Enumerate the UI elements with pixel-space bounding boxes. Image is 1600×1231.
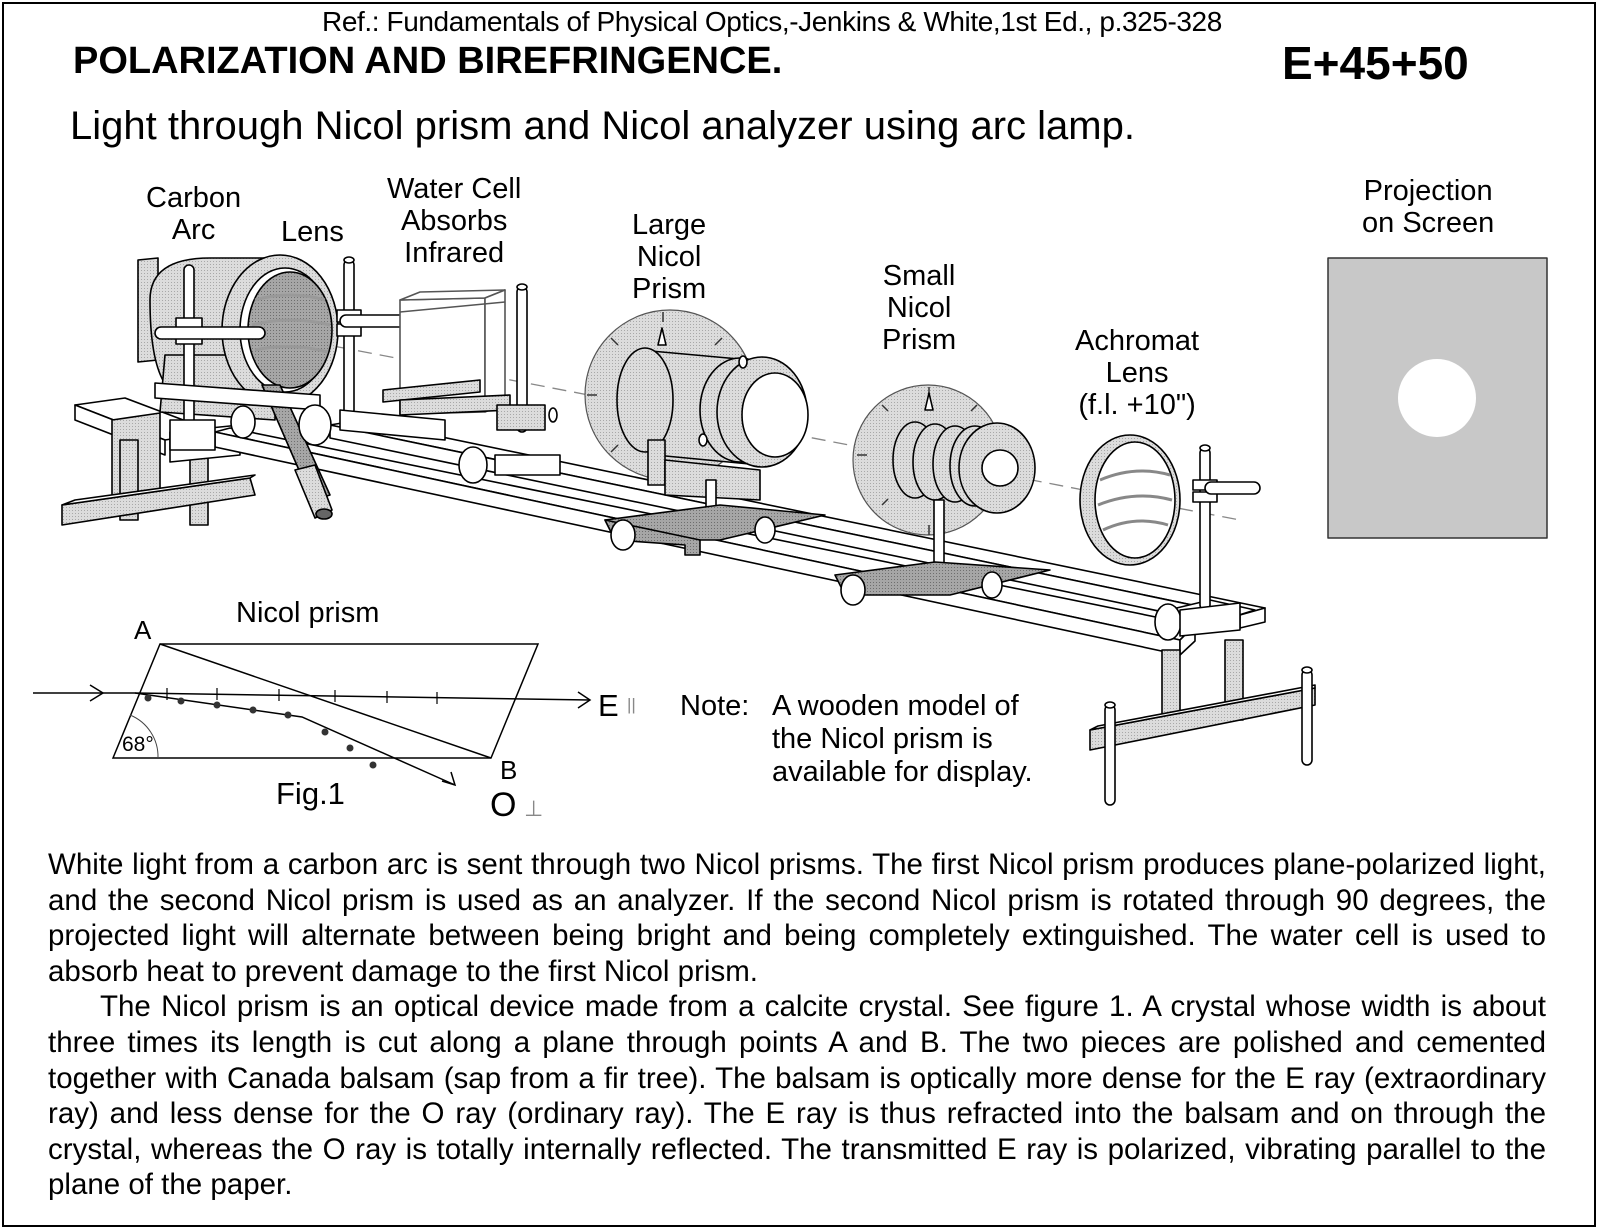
label-small-nicol-prism: Small Nicol Prism [882, 260, 957, 356]
reference-citation: Ref.: Fundamentals of Physical Optics,-J… [322, 6, 1222, 37]
label-large-nicol-prism: Large Nicol Prism [632, 209, 707, 305]
figure1-heading: Nicol prism [236, 597, 380, 629]
note-label: Note: [680, 690, 750, 722]
water-cell [382, 283, 561, 484]
figure1-caption: Fig.1 [276, 776, 345, 811]
figure1-point-a: A [134, 615, 152, 645]
small-nicol-prism [834, 384, 1051, 606]
label-carbon-arc: Carbon Arc [146, 182, 242, 246]
apparatus-illustration [33, 254, 1548, 806]
label-water-cell: Water Cell Absorbs Infrared [387, 173, 522, 269]
figure1-e-ray-label: E [598, 688, 619, 723]
label-lens: Lens [281, 216, 344, 248]
figure1-e-parallel-symbol: || [627, 695, 636, 714]
page-subtitle: Light through Nicol prism and Nicol anal… [70, 104, 1135, 148]
demo-code: E+45+50 [1282, 37, 1469, 89]
large-nicol-prism [584, 309, 826, 556]
projection-screen [1327, 257, 1548, 539]
paragraph-nicol-explanation: The Nicol prism is an optical device mad… [48, 990, 1546, 1202]
label-projection-screen: Projection on Screen [1362, 175, 1495, 239]
figure1-o-ray-label: O [490, 786, 517, 824]
description-body: White light from a carbon arc is sent th… [48, 847, 1546, 1203]
carbon-arc-lamp [137, 254, 339, 520]
optical-axis [249, 329, 1241, 521]
figure1-o-perpendicular-symbol: ⊥ [524, 796, 544, 821]
achromat-lens [1079, 434, 1261, 641]
display-note: Note: A wooden model of the Nicol prism … [680, 690, 1033, 788]
figure1-nicol-prism-diagram [33, 643, 592, 787]
figure1-point-b: B [500, 755, 518, 785]
label-achromat-lens: Achromat Lens (f.l. +10") [1075, 325, 1200, 421]
page-title: POLARIZATION AND BIREFRINGENCE. [73, 40, 783, 82]
figure1-angle: 68° [122, 733, 154, 756]
paragraph-overview: White light from a carbon arc is sent th… [48, 848, 1546, 988]
